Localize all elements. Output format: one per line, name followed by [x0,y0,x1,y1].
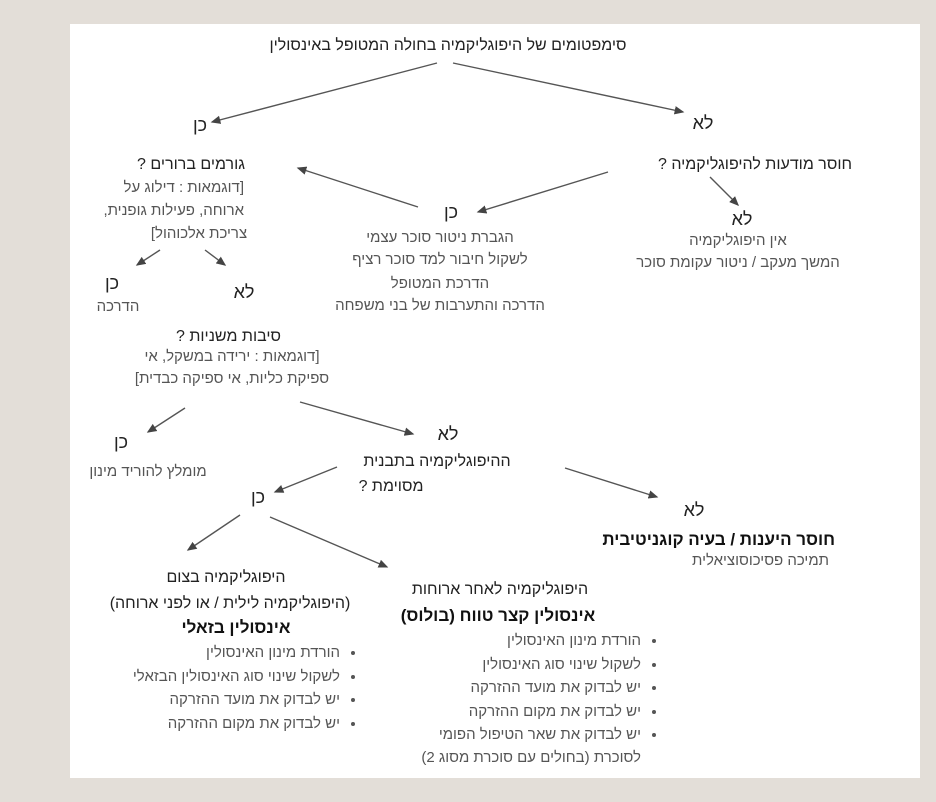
list-item: הורדת מינון האינסולין [133,641,340,665]
yes-label: כן [250,487,266,507]
list-item: לשקול שינוי סוג האינסולין [439,653,641,677]
yes-label: כן [192,115,208,135]
arrow [204,249,227,266]
arrow [296,166,419,208]
fasting-subtitle: (היפוגליקמיה לילית / או לפני ארוחה) [109,595,351,612]
pattern-question: ההיפוגליקמיה בתבנית [363,453,511,470]
awareness-no-line: אין היפוגליקמיה [689,232,787,249]
yes-label: כן [104,273,120,293]
clear-factors-question: גורמים ברורים ? [137,156,245,173]
secondary-question: סיבות משניות ? [175,328,281,345]
clear-factors-example: ארוחה, פעילות גופנית, [103,202,244,219]
no-label: לא [731,209,753,229]
nonadherence-action: תמיכה פסיכוסוציאלית [692,552,829,569]
yes-label: כן [443,202,459,222]
arrow [210,62,438,124]
fasting-bullets: הורדת מינון האינסולין לשקול שינוי סוג הא… [133,641,358,735]
list-item: יש לבדוק את מקום ההזרקה [133,712,340,736]
secondary-yes-action: מומלץ להוריד מינון [89,463,207,480]
postmeal-insulin: אינסולין קצר טווח (בולוס) [400,606,596,625]
yes-label: כן [113,432,129,452]
awareness-question: חוסר מודעות להיפוגליקמיה ? [657,156,852,173]
clear-factors-example: צריכת אלכוהול] [150,225,248,242]
list-item: הורדת מינון האינסולין [439,629,641,653]
postmeal-last-line: לסוכרת (בחולים עם סוכרת מסוג 2) [421,749,641,766]
awareness-yes-line: לשקול חיבור למד סוכר רציף [352,251,528,268]
secondary-example: ספיקת כליות, אי ספיקה כבדית] [134,370,330,387]
list-item: לשקול שינוי סוג האינסולין הבזאלי [133,665,340,689]
no-label: לא [692,113,714,133]
fasting-title: היפוגליקמיה בצום [166,569,286,586]
pattern-question: מסוימת ? [358,478,424,495]
secondary-example: [דוגמאות : ירידה במשקל, אי [144,348,320,365]
arrow [146,407,186,433]
list-item: יש לבדוק את שאר הטיפול הפומי [439,723,641,747]
diagram-panel [70,24,920,778]
arrow [299,401,415,436]
no-label: לא [233,282,255,302]
clear-factors-yes-action: הדרכה [96,298,140,315]
awareness-yes-line: הדרכת המטופל [390,275,490,292]
arrow [186,514,241,551]
arrow [273,466,338,493]
list-item: יש לבדוק את מועד ההזרקה [439,676,641,700]
awareness-yes-line: הגברת ניטור סוכר עצמי [366,229,514,246]
nonadherence-title: חוסר היענות / בעיה קוגניטיבית [602,530,835,549]
arrow [564,467,659,499]
postmeal-title: היפוגליקמיה לאחר ארוחות [411,581,589,598]
clear-factors-example: [דוגמאות : דילוג על [123,179,244,196]
postmeal-bullets: הורדת מינון האינסולין לשקול שינוי סוג הא… [439,629,659,747]
diagram-title: סימפטומים של היפוגליקמיה בחולה המטופל בא… [269,37,627,54]
no-label: לא [437,424,459,444]
arrow [476,171,609,214]
list-item: יש לבדוק את מועד ההזרקה [133,688,340,712]
list-item: יש לבדוק את מקום ההזרקה [439,700,641,724]
arrow [135,249,161,266]
no-label: לא [683,500,705,520]
arrow [452,62,685,115]
arrow [709,176,739,206]
fasting-insulin: אינסולין בזאלי [181,618,291,637]
arrow [269,516,389,568]
awareness-yes-line: הדרכה והתערבות של בני משפחה [335,297,545,314]
awareness-no-line: המשך מעקב / ניטור עקומת סוכר [636,254,840,271]
